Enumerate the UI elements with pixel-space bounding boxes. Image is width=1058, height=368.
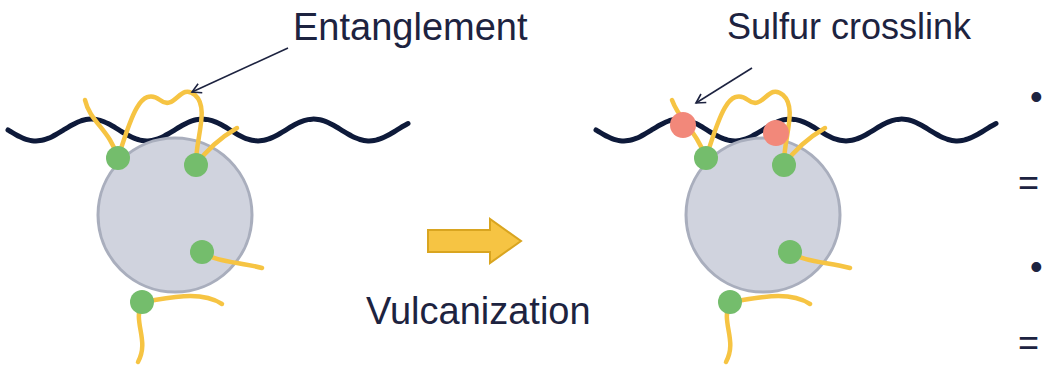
leader-line xyxy=(696,68,752,103)
bullet-mark: • xyxy=(1030,246,1043,287)
grafted-chains xyxy=(85,92,262,362)
before-panel xyxy=(8,92,408,362)
anchor-dots xyxy=(694,146,802,314)
grafted-chains xyxy=(672,92,850,362)
polymer-chain xyxy=(596,119,996,141)
equals-mark: = xyxy=(1018,162,1039,203)
filler-particle xyxy=(686,138,840,292)
polymer-chain xyxy=(8,119,408,141)
process-arrow xyxy=(428,219,521,263)
leader-line xyxy=(192,48,288,92)
callout-label: Sulfur crosslink xyxy=(727,6,971,47)
process-label: Vulcanization xyxy=(366,290,591,334)
after-panel xyxy=(596,92,996,362)
callout-label: Entanglement xyxy=(293,6,528,50)
bullet-mark: • xyxy=(1030,76,1043,117)
filler-particle xyxy=(98,138,252,292)
sulfur-crosslinks xyxy=(670,112,789,146)
equals-mark: = xyxy=(1018,322,1039,363)
anchor-dots xyxy=(106,146,214,314)
